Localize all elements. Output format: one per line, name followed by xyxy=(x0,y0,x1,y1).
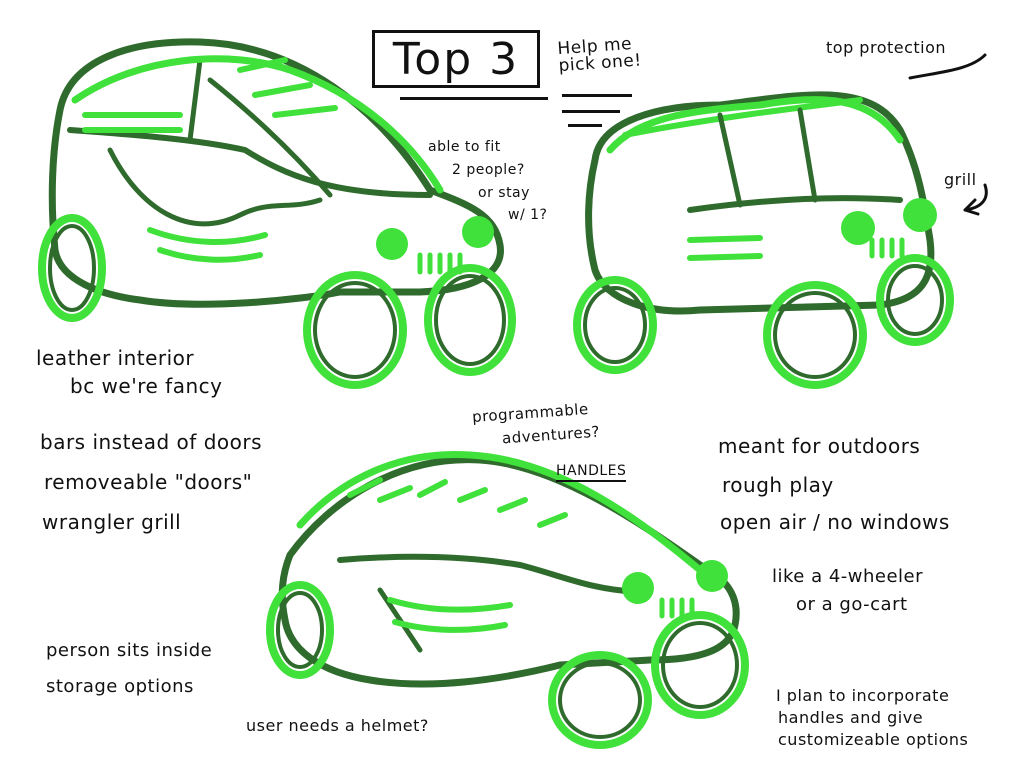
car3-plan-line-3: customizeable options xyxy=(778,730,969,749)
car-2-sketch xyxy=(573,91,954,389)
car3-helmet: user needs a helmet? xyxy=(246,716,429,735)
title-underline xyxy=(400,97,548,100)
decorative-line-3 xyxy=(568,124,602,127)
car1-fit-line-2: 2 people? xyxy=(452,162,525,178)
car3-outdoors-line-2: rough play xyxy=(722,473,834,497)
help-pick-note: Help me pick one! xyxy=(556,33,643,77)
car1-fit-line-3: or stay xyxy=(478,185,530,201)
grill-arrow xyxy=(963,183,988,216)
page-title: Top 3 xyxy=(372,30,540,88)
car1-feature-bars: bars instead of doors xyxy=(40,430,263,454)
car-3-sketch xyxy=(266,450,749,749)
car1-fit-line-4: w/ 1? xyxy=(508,207,548,223)
car3-handles: HANDLES xyxy=(556,464,627,482)
car1-fit-line-1: able to fit xyxy=(428,139,501,155)
car3-wheeler-line-1: like a 4-wheeler xyxy=(772,566,924,587)
car2-top-protection: top protection xyxy=(826,38,947,57)
car3-outdoors-line-1: meant for outdoors xyxy=(718,434,921,458)
car1-leather-line-1: leather interior xyxy=(36,346,195,370)
car3-inside-line-2: storage options xyxy=(46,676,194,697)
car1-leather-line-2: bc we're fancy xyxy=(70,374,223,398)
car3-wheeler-line-2: or a go-cart xyxy=(796,594,908,615)
car3-inside-line-1: person sits inside xyxy=(46,640,213,661)
top-protection-arrow xyxy=(908,53,987,80)
car3-outdoors-line-3: open air / no windows xyxy=(720,510,950,534)
car2-grill: grill xyxy=(944,170,977,189)
car3-plan-line-2: handles and give xyxy=(778,708,924,727)
car-1-sketch xyxy=(38,38,516,389)
decorative-line-2 xyxy=(562,110,620,113)
car1-feature-grill: wrangler grill xyxy=(42,510,182,534)
decorative-line-1 xyxy=(562,94,632,97)
car3-plan-line-1: I plan to incorporate xyxy=(776,686,950,705)
car1-feature-doors: removeable "doors" xyxy=(44,470,253,494)
